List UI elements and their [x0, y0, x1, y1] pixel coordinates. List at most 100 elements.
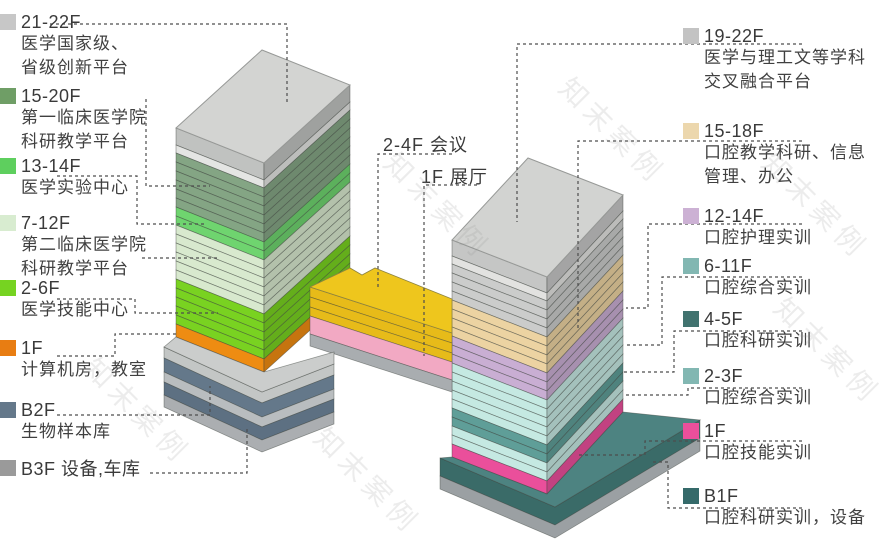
- floor-range: 2-3F: [704, 365, 744, 386]
- bridge-block: [308, 267, 453, 393]
- leader-line: [57, 386, 211, 416]
- floor-range: 19-22F: [704, 25, 765, 46]
- floor-range: 15-20F: [21, 85, 82, 106]
- floor-color-swatch: [683, 258, 699, 274]
- floor-color-swatch: [0, 340, 16, 356]
- leader-line: [624, 276, 802, 346]
- floor-range: 13-14F: [21, 155, 82, 176]
- floor-label: B3F 设备,车库: [0, 458, 141, 479]
- right-tower-roof: [451, 157, 624, 278]
- left-podium: [163, 336, 335, 453]
- floor-desc: 第二临床医学院: [21, 235, 147, 254]
- floor-desc: 口腔科研实训: [704, 331, 812, 350]
- bridge-roof: [308, 267, 453, 334]
- floor-desc: 口腔护理实训: [704, 228, 812, 247]
- floor-label: 2-3F 口腔综合实训: [683, 366, 812, 410]
- floor-desc: 交叉融合平台: [704, 72, 812, 91]
- floor-color-swatch: [683, 28, 699, 44]
- leader-line: [578, 440, 802, 456]
- floor-label: 19-22F 医学与理工文等学科交叉融合平台: [683, 26, 866, 94]
- floor-label: 2-6F 医学技能中心: [0, 278, 129, 322]
- floor-desc: 口腔技能实训: [704, 443, 812, 462]
- leader-line: [145, 99, 210, 187]
- floor-desc: 口腔教学科研、信息: [704, 143, 866, 162]
- floor-range: 6-11F: [704, 255, 753, 276]
- floor-range: 15-18F: [704, 120, 765, 141]
- floor-label: 7-12F 第二临床医学院科研教学平台: [0, 213, 147, 281]
- floor-desc: 第一临床医学院: [21, 108, 147, 127]
- floor-desc: 口腔综合实训: [704, 278, 812, 297]
- left-tower-roof: [175, 49, 351, 164]
- floor-label: 12-14F 口腔护理实训: [683, 206, 812, 250]
- floor-desc: 管理、办公: [704, 167, 794, 186]
- leader-line: [57, 175, 205, 225]
- floor-color-swatch: [0, 14, 16, 30]
- wall-band: [309, 333, 453, 393]
- floor-label: 13-14F 医学实验中心: [0, 156, 129, 200]
- floor-color-swatch: [0, 280, 16, 296]
- leader-line: [516, 43, 802, 222]
- bridge-label: 2-4F 会议: [383, 135, 469, 155]
- right-tower: [451, 157, 624, 495]
- leader-line: [626, 223, 802, 309]
- floor-range: B3F 设备,车库: [21, 459, 141, 479]
- floor-color-swatch: [683, 208, 699, 224]
- floor-color-swatch: [683, 368, 699, 384]
- floor-desc: 口腔综合实训: [704, 388, 812, 407]
- floor-label: 1F 计算机房，教室: [0, 338, 147, 382]
- floor-range: 4-5F: [704, 308, 744, 329]
- floor-desc: 省级创新平台: [21, 58, 129, 77]
- leader-line: [626, 387, 802, 396]
- leader-line: [150, 428, 248, 474]
- leader-line: [653, 461, 802, 509]
- floor-range: 12-14F: [704, 205, 765, 226]
- floor-color-swatch: [0, 88, 16, 104]
- left-podium-top: [163, 336, 335, 393]
- floor-desc: 科研教学平台: [21, 259, 129, 278]
- leader-line: [50, 23, 288, 103]
- floor-range: B1F: [704, 485, 739, 506]
- leader-line: [377, 153, 452, 290]
- floor-color-swatch: [683, 423, 699, 439]
- floor-range: 7-12F: [21, 212, 71, 233]
- floor-desc: 计算机房，教室: [21, 360, 147, 379]
- floor-desc: 生物样本库: [21, 422, 111, 441]
- floor-label: 4-5F 口腔科研实训: [683, 309, 812, 353]
- floor-range: 1F: [704, 420, 727, 441]
- floor-desc: 医学技能中心: [21, 300, 129, 319]
- floor-color-swatch: [0, 215, 16, 231]
- floor-color-swatch: [0, 158, 16, 174]
- floor-desc: 医学国家级、: [21, 34, 129, 53]
- floor-label: 1F 口腔技能实训: [683, 421, 812, 465]
- floor-color-swatch: [0, 402, 16, 418]
- left-tower: [175, 49, 351, 373]
- floor-label: B2F 生物样本库: [0, 400, 111, 444]
- floor-desc: 口腔科研实训，设备: [704, 508, 866, 527]
- floor-label: 15-20F 第一临床医学院科研教学平台: [0, 86, 147, 154]
- right-podium: [439, 411, 702, 539]
- floor-desc: 医学与理工文等学科: [704, 48, 866, 67]
- floor-color-swatch: [0, 460, 16, 476]
- wall-band: [439, 437, 701, 539]
- floor-label: 6-11F 口腔综合实训: [683, 256, 812, 300]
- floor-desc: 医学实验中心: [21, 178, 129, 197]
- floor-desc: 科研教学平台: [21, 132, 129, 151]
- floor-label: B1F 口腔科研实训，设备: [683, 486, 866, 530]
- leader-line: [577, 140, 802, 330]
- floor-label: 21-22F 医学国家级、省级创新平台: [0, 12, 129, 80]
- floor-range: 21-22F: [21, 11, 82, 32]
- floor-range: 1F: [21, 337, 44, 358]
- leader-line: [57, 333, 178, 357]
- floor-label: 15-18F 口腔教学科研、信息管理、办公: [683, 121, 866, 189]
- leader-lines: [50, 23, 802, 509]
- floor-color-swatch: [683, 123, 699, 139]
- floor-color-swatch: [683, 311, 699, 327]
- leader-line: [624, 330, 802, 373]
- floor-color-swatch: [683, 488, 699, 504]
- wall-band: [163, 394, 335, 453]
- floor-range: 2-6F: [21, 277, 61, 298]
- right-podium-top: [439, 411, 702, 508]
- floor-range: B2F: [21, 399, 56, 420]
